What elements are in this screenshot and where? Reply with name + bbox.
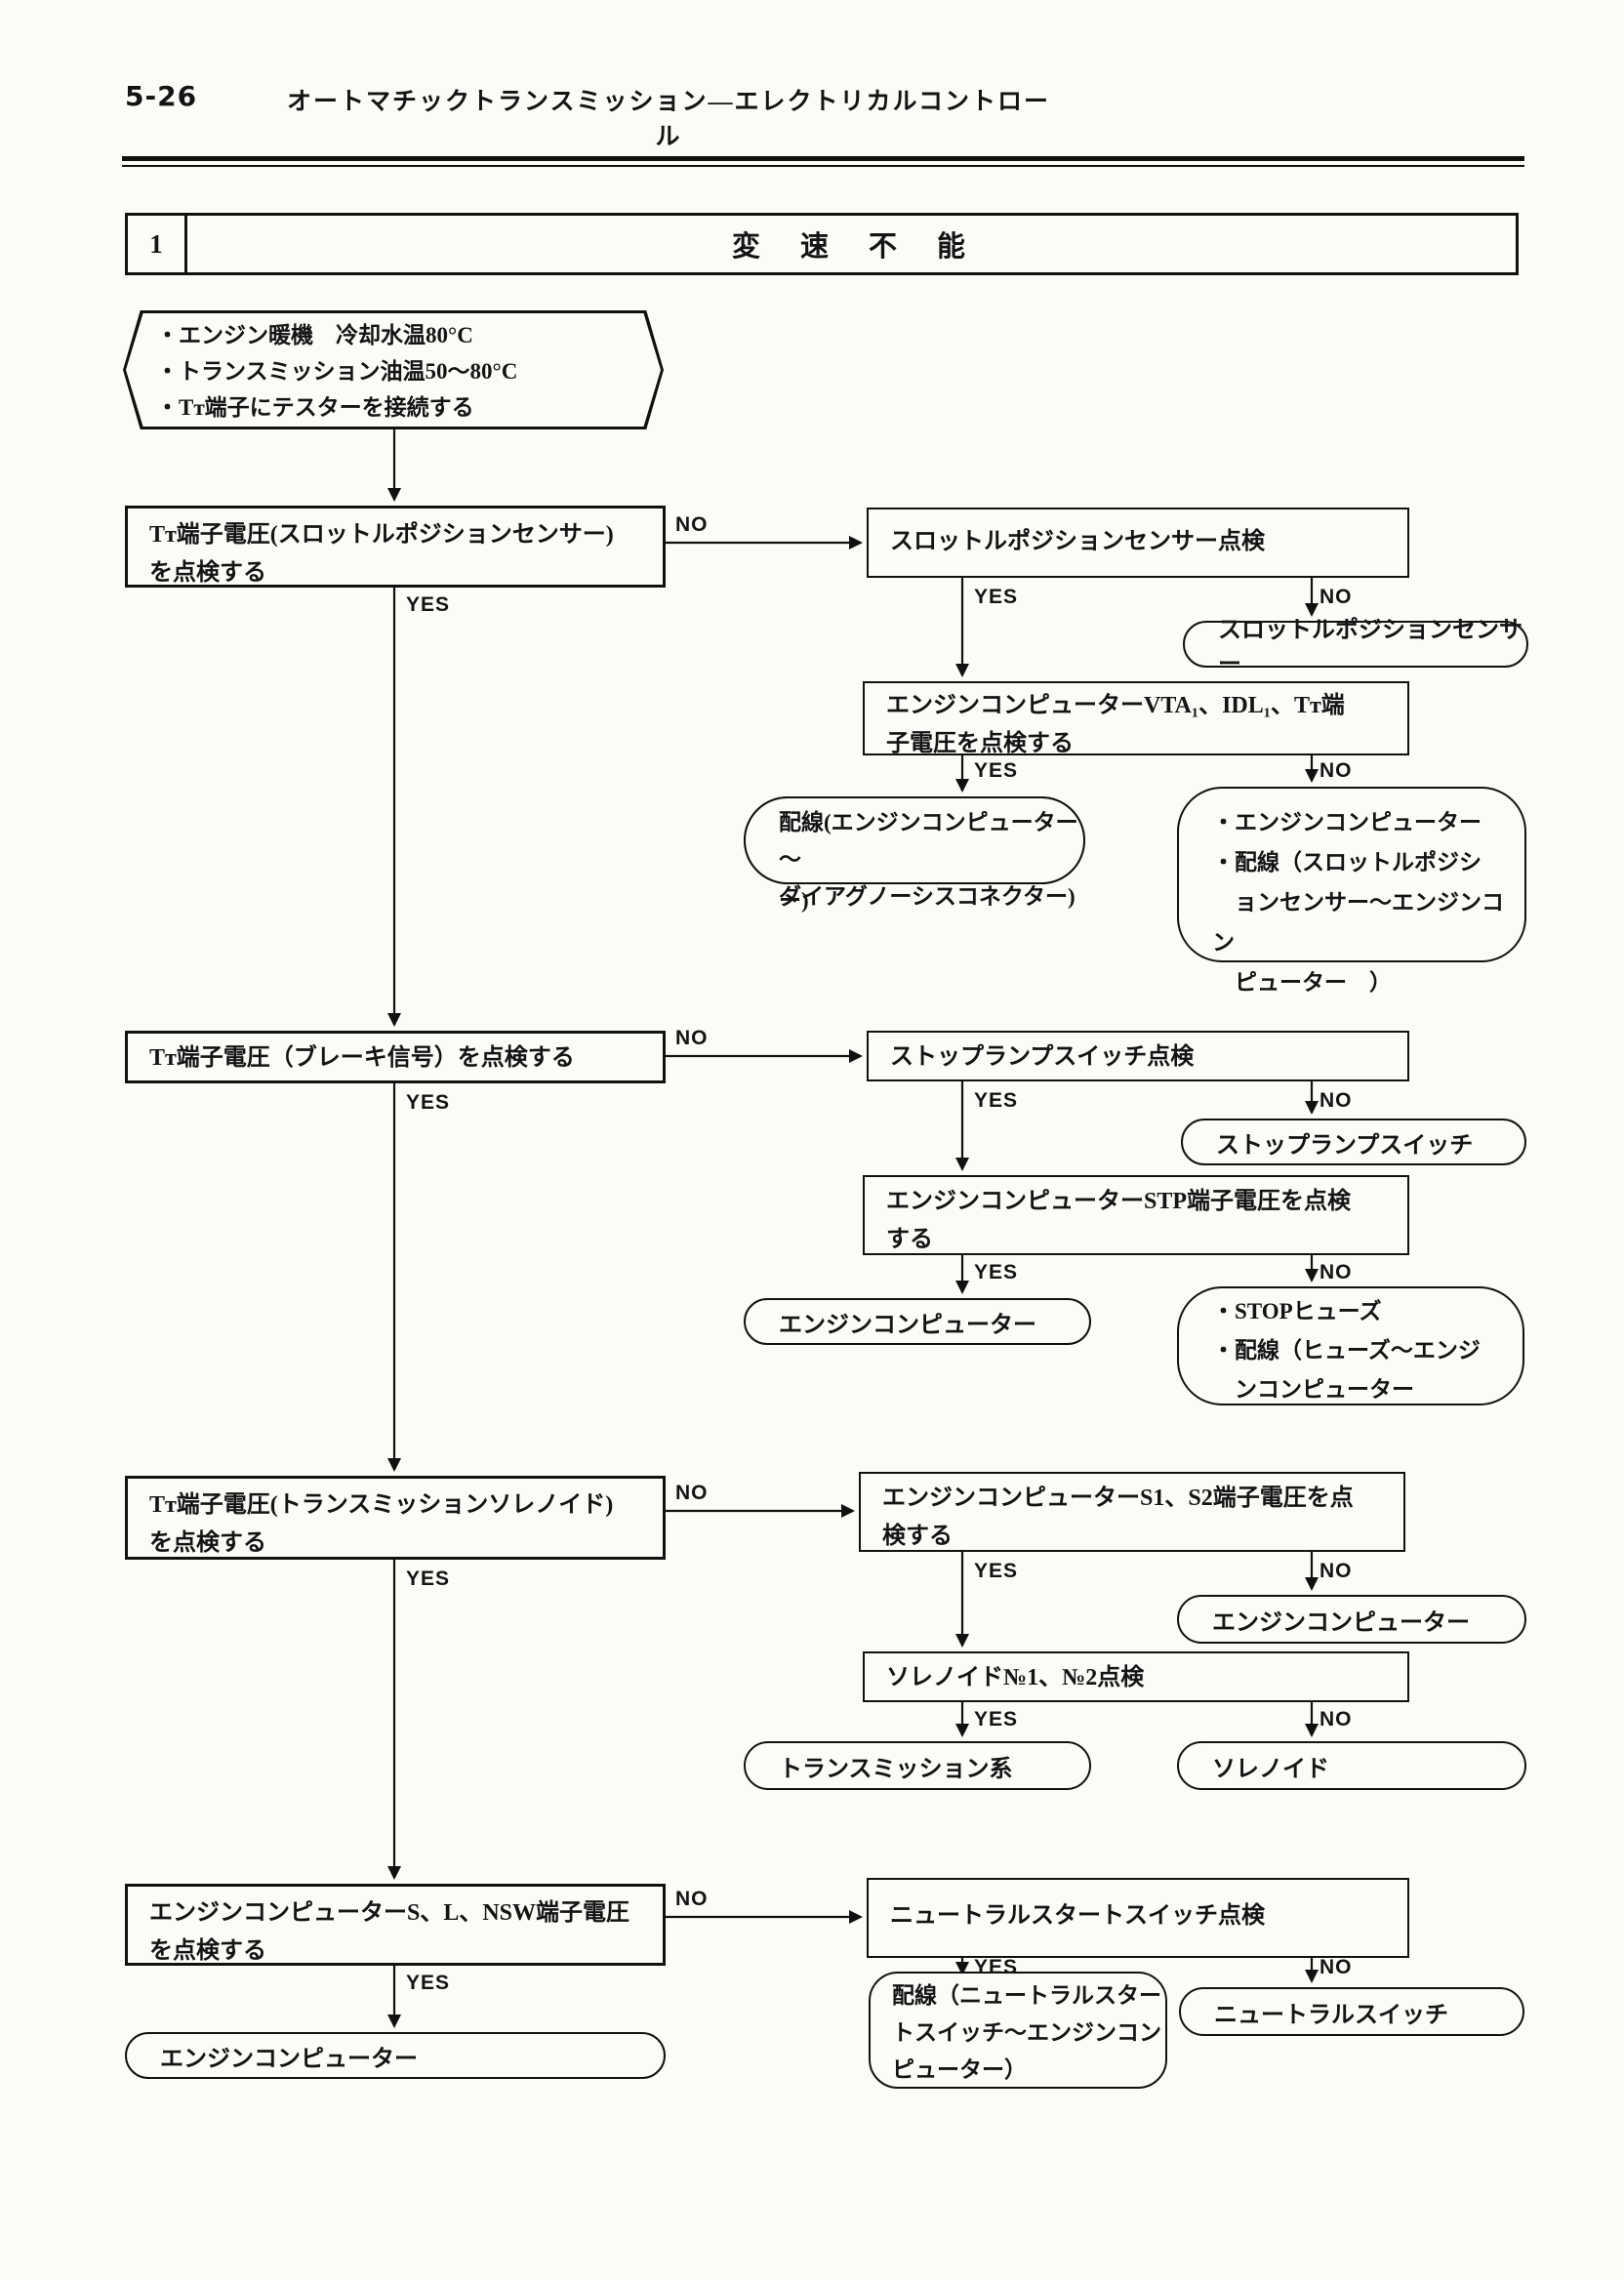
- start-conditions-text: ・エンジン暖機 冷却水温80°C ・トランスミッション油温50～80°C ・Tᴛ…: [156, 323, 518, 420]
- node-check-tt-brake-signal: Tᴛ端子電圧（ブレーキ信号）を点検する: [125, 1031, 666, 1083]
- node-solenoid-no1-no2-inspect: ソレノイド№1、№2点検: [863, 1651, 1409, 1702]
- branch-yes-label: YES: [406, 1972, 451, 1994]
- branch-yes-label: YES: [406, 593, 451, 616]
- start-conditions-inner: [126, 313, 661, 427]
- node-ecu-or-wiring-tps: ・エンジンコンピューター ・配線（スロットルポジシ ョンセンサー～エンジンコン …: [1177, 787, 1526, 995]
- branch-no-label: NO: [1320, 1560, 1353, 1582]
- branch-no-label: NO: [675, 1482, 709, 1504]
- node-solenoid: ソレノイド: [1177, 1741, 1526, 1790]
- node-transmission-system: トランスミッション系: [744, 1741, 1091, 1790]
- node-check-tt-transmission-solenoid: Tᴛ端子電圧(トランスミッションソレノイド) を点検する: [125, 1476, 666, 1560]
- branch-yes-label: YES: [974, 759, 1019, 782]
- branch-yes-label: YES: [406, 1568, 451, 1590]
- section-title-bar: 1 変 速 不 能: [125, 213, 1519, 275]
- node-stop-lamp-switch: ストップランプスイッチ: [1181, 1119, 1526, 1165]
- node-wiring-ecu-diagnosis-text: 配線(エンジンコンピューター～ ダイアグノーシスコネクター): [744, 796, 1085, 909]
- node-stop-fuse-wiring: ・STOPヒューズ ・配線（ヒューズ～エンジ ンコンピューター: [1177, 1286, 1524, 1405]
- branch-no-label: NO: [1320, 1089, 1353, 1112]
- node-check-tt-throttle-sensor: Tᴛ端子電圧(スロットルポジションセンサー) を点検する: [125, 506, 666, 588]
- node-throttle-position-sensor: スロットルポジションセンサー: [1183, 618, 1528, 677]
- branch-yes-label: YES: [974, 1708, 1019, 1730]
- section-title: 変 速 不 能: [731, 231, 971, 263]
- node-throttle-sensor-inspect: スロットルポジションセンサー点検: [867, 508, 1409, 578]
- node-engine-computer-result-3: エンジンコンピューター: [125, 2032, 666, 2079]
- node-ecu-stp-check: エンジンコンピューターSTP端子電圧を点検 する: [863, 1175, 1409, 1255]
- header-rule-thick: [122, 156, 1524, 161]
- node-ecu-vta-idl-tt-check: エンジンコンピューターVTA₁、IDL₁、Tᴛ端 子電圧を点検する: [863, 681, 1409, 756]
- node-engine-computer-result-1: エンジンコンピューター: [744, 1298, 1091, 1345]
- branch-no-label: NO: [1320, 586, 1353, 608]
- branch-no-label: NO: [1320, 1708, 1353, 1730]
- section-number: 1: [128, 216, 187, 272]
- start-conditions-hexagon: ・エンジン暖機 冷却水温80°C ・トランスミッション油温50～80°C ・Tᴛ…: [123, 310, 664, 429]
- branch-no-label: NO: [675, 1027, 709, 1049]
- node-check-ecu-s-l-nsw: エンジンコンピューターS、L、NSW端子電圧 を点検する: [125, 1884, 666, 1966]
- branch-no-label: NO: [675, 1888, 709, 1910]
- page-header-title: オートマチックトランスミッション―エレクトリカルコントロール: [286, 89, 1050, 150]
- branch-yes-label: YES: [974, 1089, 1019, 1112]
- node-neutral-start-switch-inspect: ニュートラルスタートスイッチ点検: [867, 1878, 1409, 1958]
- node-neutral-switch: ニュートラルスイッチ: [1179, 1987, 1524, 2036]
- branch-yes-label: YES: [974, 1261, 1019, 1283]
- branch-yes-label: YES: [974, 1560, 1019, 1582]
- branch-yes-label: YES: [406, 1091, 451, 1114]
- header-rule-thin: [122, 165, 1524, 167]
- node-stop-lamp-switch-inspect: ストップランプスイッチ点検: [867, 1031, 1409, 1081]
- node-engine-computer-result-2: エンジンコンピューター: [1177, 1595, 1526, 1644]
- branch-no-label: NO: [1320, 759, 1353, 782]
- branch-no-label: NO: [1320, 1956, 1353, 1978]
- node-wiring-neutral-start-ecu: 配線（ニュートラルスター トスイッチ～エンジンコン ピューター）: [869, 1972, 1167, 2089]
- branch-yes-label: YES: [974, 1956, 1019, 1978]
- branch-yes-label: YES: [974, 586, 1019, 608]
- branch-no-label: NO: [1320, 1261, 1353, 1283]
- branch-no-label: NO: [675, 513, 709, 536]
- page-number: 5-26: [125, 80, 198, 112]
- node-ecu-s1-s2-check: エンジンコンピューターS1、S2端子電圧を点 検する: [859, 1472, 1405, 1552]
